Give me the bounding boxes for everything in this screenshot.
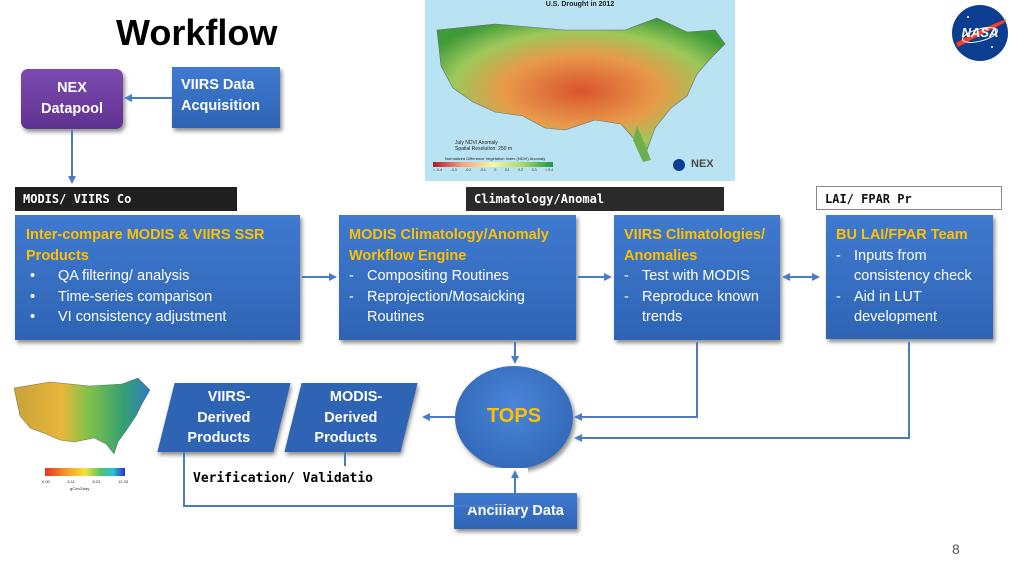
drought-map-ticks: < -0.4 -0.3 -0.2 -0.1 0 0.1 0.2 0.3 > 0.… bbox=[433, 168, 553, 172]
nasa-logo-text: NASA bbox=[961, 25, 999, 40]
modis-derived-line1: MODIS- bbox=[329, 389, 383, 405]
drought-tick: < -0.4 bbox=[433, 168, 443, 172]
viirs-climatologies-list: Test with MODIS Reproduce known trends bbox=[624, 266, 774, 328]
drought-tick: 0 bbox=[494, 168, 497, 172]
drought-map-nasa-meatball-icon bbox=[673, 159, 685, 171]
list-item: Reprojection/Mosaicking Routines bbox=[349, 287, 568, 328]
modis-derived-line3: Products bbox=[314, 430, 378, 446]
viirs-acquisition-box: VIIRS Data Acquisition bbox=[172, 67, 280, 128]
bu-lai-fpar-title: BU LAI/FPAR Team bbox=[836, 227, 968, 243]
npp-map-graphic bbox=[13, 377, 151, 476]
modis-climatology-title-2: Workflow Engine bbox=[349, 247, 467, 264]
drought-map-legend-title: Normalized Difference Vegetation Index (… bbox=[445, 156, 546, 161]
list-item: Aid in LUT development bbox=[836, 287, 987, 328]
modis-derived-products: MODIS- Derived Products bbox=[284, 383, 418, 452]
viirs-climatologies-box: VIIRS Climatologies/ Anomalies Test with… bbox=[614, 215, 780, 340]
drought-map-caption-2: Spatial Resolution: 250 m bbox=[455, 146, 512, 152]
npp-map-image: 0.00 4.11 8.23 12.33 gC/m2/day bbox=[10, 372, 158, 492]
arrow-box4-to-tops bbox=[574, 342, 910, 442]
viirs-acquisition-line1: VIIRS Data bbox=[181, 77, 255, 93]
tops-circle bbox=[455, 366, 573, 469]
npp-map-unit: gC/m2/day bbox=[70, 486, 90, 491]
nex-datapool-line1: NEX bbox=[57, 80, 87, 96]
arrow-box3-to-tops bbox=[574, 342, 698, 421]
ancillary-data-box: Ancillary Data bbox=[454, 493, 577, 529]
nasa-meatball-icon bbox=[952, 5, 1008, 61]
list-item: QA filtering/ analysis bbox=[26, 266, 290, 287]
drought-map-image: U.S. Drought in 2012 July NDVI Anomaly S… bbox=[425, 0, 735, 181]
list-item: Time-series comparison bbox=[26, 287, 290, 308]
drought-map-graphic bbox=[436, 17, 726, 162]
drought-tick: -0.3 bbox=[450, 168, 457, 172]
viirs-acquisition-line2: Acquisition bbox=[181, 97, 260, 114]
viirs-climatologies-title-2: Anomalies bbox=[624, 247, 698, 264]
list-item: VI consistency adjustment bbox=[26, 307, 290, 328]
npp-tick: 8.23 bbox=[92, 479, 101, 484]
drought-tick: > 0.4 bbox=[545, 168, 553, 172]
ancillary-data-label: Ancillary Data bbox=[467, 503, 564, 519]
climatology-anomaly-tag: Climatology/Anomal bbox=[466, 187, 724, 211]
drought-tick: -0.1 bbox=[479, 168, 486, 172]
page-number: 8 bbox=[952, 541, 960, 557]
npp-tick: 0.00 bbox=[42, 479, 50, 484]
drought-map-caption-1: July NDVI Anomaly bbox=[455, 140, 498, 146]
intercompare-box: Inter-compare MODIS & VIIRS SSR Products… bbox=[15, 215, 300, 340]
viirs-derived-line2: Derived bbox=[197, 409, 251, 426]
modis-viirs-tag: MODIS/ VIIRS Co bbox=[15, 187, 237, 211]
modis-climatology-list: Compositing Routines Reprojection/Mosaic… bbox=[349, 266, 568, 328]
npp-tick: 12.33 bbox=[117, 479, 128, 484]
modis-climatology-title-1: MODIS Climatology/Anomaly bbox=[349, 227, 549, 243]
list-item: Reproduce known trends bbox=[624, 287, 774, 328]
list-item: Inputs from consistency check bbox=[836, 246, 987, 287]
viirs-climatologies-title-1: VIIRS Climatologies/ bbox=[624, 227, 765, 243]
viirs-derived-line1: VIIRS- bbox=[207, 389, 251, 405]
modis-derived-line2: Derived bbox=[324, 409, 378, 426]
verification-validation-tag: Verification/ Validatio bbox=[193, 468, 528, 490]
tops-label: TOPS bbox=[486, 405, 542, 427]
modis-climatology-box: MODIS Climatology/Anomaly Workflow Engin… bbox=[339, 215, 576, 340]
nex-datapool-box: NEX Datapool bbox=[21, 69, 123, 129]
intercompare-title-1: Inter-compare MODIS & VIIRS SSR bbox=[26, 227, 265, 243]
drought-tick: -0.2 bbox=[465, 168, 472, 172]
drought-map-colorbar bbox=[433, 162, 553, 167]
viirs-derived-products: VIIRS- Derived Products bbox=[157, 383, 291, 452]
slide-title: Workflow bbox=[116, 12, 278, 53]
intercompare-title-2: Products bbox=[26, 247, 89, 264]
bu-lai-fpar-list: Inputs from consistency check Aid in LUT… bbox=[836, 246, 987, 328]
nasa-logo: NASA bbox=[950, 3, 1010, 63]
drought-map-nex-logo: NEX bbox=[691, 158, 714, 170]
list-item: Test with MODIS bbox=[624, 266, 774, 287]
npp-map-ticks: 0.00 4.11 8.23 12.33 bbox=[42, 479, 128, 484]
intercompare-list: QA filtering/ analysis Time-series compa… bbox=[26, 266, 290, 328]
npp-tick: 4.11 bbox=[67, 479, 75, 484]
viirs-derived-line3: Products bbox=[187, 430, 251, 446]
drought-tick: 0.2 bbox=[518, 168, 524, 172]
drought-map-title: U.S. Drought in 2012 bbox=[545, 1, 615, 8]
list-item: Compositing Routines bbox=[349, 266, 568, 287]
nex-datapool-line2: Datapool bbox=[40, 100, 104, 117]
bu-lai-fpar-box: BU LAI/FPAR Team Inputs from consistency… bbox=[826, 215, 993, 339]
lai-fpar-tag: LAI/ FPAR Pr bbox=[816, 186, 1002, 210]
drought-tick: 0.1 bbox=[504, 168, 510, 172]
drought-tick: 0.3 bbox=[531, 168, 537, 172]
